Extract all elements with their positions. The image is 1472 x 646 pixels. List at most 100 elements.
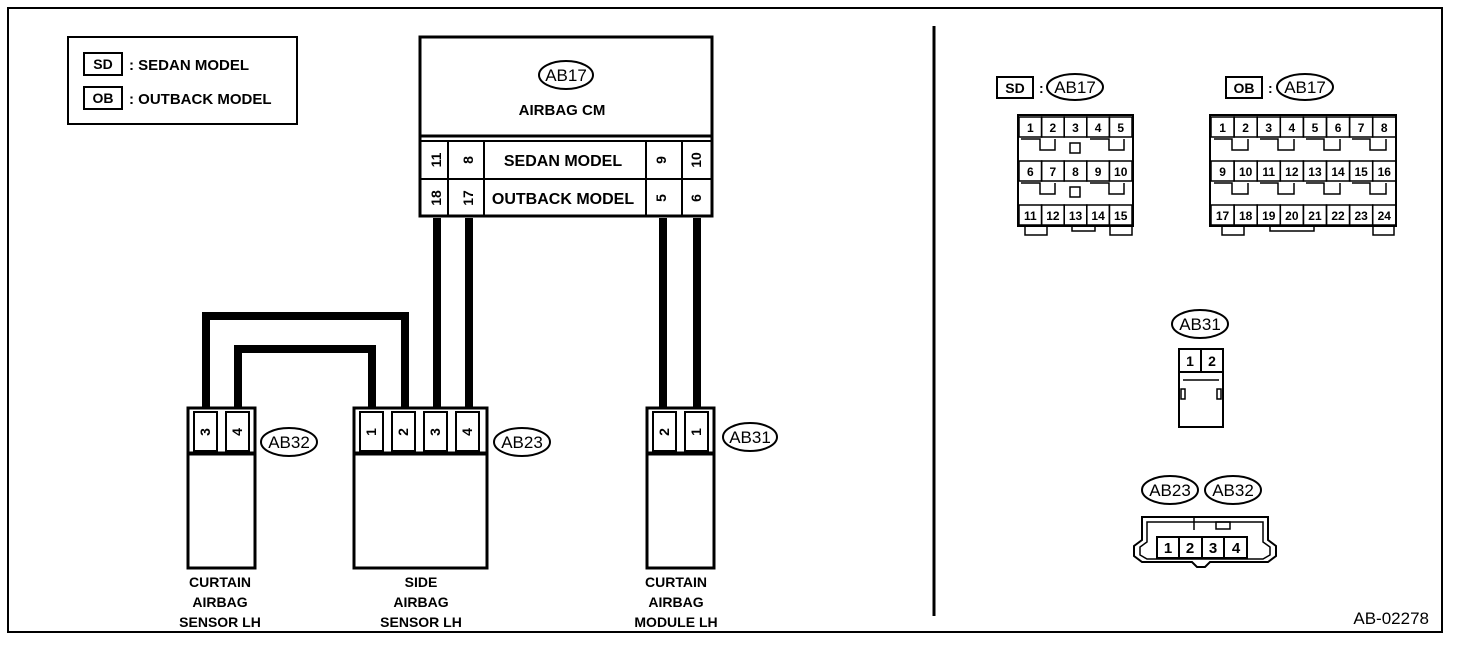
sd-ab17-latch bbox=[1071, 226, 1096, 232]
wires bbox=[202, 218, 701, 410]
curtain-module-pin-1: 1 bbox=[688, 428, 704, 436]
legend-sd-code: SD bbox=[93, 56, 112, 72]
connector-ref-ab31-label: AB31 bbox=[729, 428, 771, 447]
sd-ab17-latch bbox=[1024, 226, 1048, 236]
ob-ab17-pin-1: 1 bbox=[1219, 121, 1226, 135]
sd-ab17-pin-10: 10 bbox=[1114, 165, 1128, 179]
ab31-view-pin-2: 2 bbox=[1208, 353, 1216, 369]
sd-ab17-pin-3: 3 bbox=[1072, 121, 1079, 135]
connector-ref-ab23-label: AB23 bbox=[501, 433, 543, 452]
ob-ab17-latch bbox=[1260, 182, 1295, 195]
ob-ab17-latch bbox=[1214, 182, 1249, 195]
ab31-view-ref-label: AB31 bbox=[1179, 315, 1221, 334]
ob-ab17-pin-11: 11 bbox=[1262, 165, 1275, 179]
cm-pin-18: 18 bbox=[428, 190, 444, 206]
wire-curtain-3-side-2 bbox=[202, 312, 409, 410]
ob-ab17-latch bbox=[1306, 182, 1341, 195]
ab23-view-ref bbox=[1141, 475, 1199, 505]
sd-ab17-pin-12: 12 bbox=[1046, 209, 1060, 223]
ob-ab17-latch bbox=[1352, 182, 1387, 195]
cm-pin-11: 11 bbox=[428, 152, 444, 167]
sd-ab17-code: SD bbox=[1005, 80, 1024, 96]
sd-ab17-pin-4: 4 bbox=[1095, 121, 1102, 135]
ob-ab17-pin-cell bbox=[1371, 160, 1397, 182]
ab23-view-pin-4: 4 bbox=[1232, 540, 1241, 557]
sd-ab17-pin-9: 9 bbox=[1095, 165, 1102, 179]
ob-ab17-pin-3: 3 bbox=[1265, 121, 1272, 135]
diagram-code: AB-02278 bbox=[1353, 609, 1429, 628]
ab23-ab32-connector-view: AB23 AB32 1 2 3 4 bbox=[1133, 475, 1277, 568]
ab31-view-pin-1: 1 bbox=[1186, 353, 1194, 369]
sd-ab17-pin-6: 6 bbox=[1027, 165, 1034, 179]
sd-ab17-pin-8: 8 bbox=[1072, 165, 1079, 179]
curtain-airbag-module-lh: 2 1 AB31 CURTAIN AIRBAG MODULE LH bbox=[634, 406, 778, 630]
sd-ab17-pin-2: 2 bbox=[1050, 121, 1057, 135]
curtain-sensor-label-3: SENSOR LH bbox=[179, 614, 261, 630]
ab23-view-pin-3: 3 bbox=[1209, 540, 1217, 557]
ob-ab17-pin-22: 22 bbox=[1331, 209, 1345, 223]
sd-ab17-pin-5: 5 bbox=[1117, 121, 1124, 135]
cm-pin-10: 10 bbox=[688, 152, 704, 168]
connector-ref-ab32 bbox=[260, 427, 318, 457]
side-sensor-pin-3: 3 bbox=[427, 428, 443, 436]
connector-ref-ab31 bbox=[722, 422, 778, 452]
cm-pin-17: 17 bbox=[460, 190, 476, 206]
ab23-view-pin-1: 1 bbox=[1164, 540, 1172, 557]
ob-ab17-latch bbox=[1352, 138, 1387, 151]
curtain-sensor-pin-3: 3 bbox=[197, 428, 213, 436]
ob-ab17-colon: : bbox=[1268, 80, 1273, 96]
curtain-module-label-3: MODULE LH bbox=[634, 614, 717, 630]
ab32-view-ref bbox=[1204, 475, 1262, 505]
sd-ab17-pin-14: 14 bbox=[1091, 209, 1105, 223]
ob-ab17-pin-12: 12 bbox=[1285, 165, 1299, 179]
ob-ab17-latch bbox=[1269, 226, 1315, 232]
ob-ab17-pin-20: 20 bbox=[1285, 209, 1299, 223]
sd-ab17-latch bbox=[1021, 138, 1056, 151]
sd-ab17-pin-7: 7 bbox=[1050, 165, 1057, 179]
curtain-module-pin-2: 2 bbox=[656, 428, 672, 436]
ob-ab17-pin-5: 5 bbox=[1312, 121, 1319, 135]
ob-ab17-pin-10: 10 bbox=[1239, 165, 1253, 179]
side-sensor-pin-2: 2 bbox=[395, 428, 411, 436]
side-sensor-label-3: SENSOR LH bbox=[380, 614, 462, 630]
legend-sd-label: : SEDAN MODEL bbox=[129, 57, 249, 74]
curtain-module-label-1: CURTAIN bbox=[645, 574, 707, 590]
ob-ab17-pin-21: 21 bbox=[1308, 209, 1322, 223]
outback-model-row-label: OUTBACK MODEL bbox=[492, 191, 634, 208]
ob-ab17-pin-16: 16 bbox=[1378, 165, 1392, 179]
ab31-view-ref bbox=[1171, 309, 1229, 339]
ab23-view-ref-label: AB23 bbox=[1149, 481, 1191, 500]
sd-ab17-latch bbox=[1109, 226, 1133, 236]
side-sensor-pin-1: 1 bbox=[363, 428, 379, 436]
curtain-sensor-label-1: CURTAIN bbox=[189, 574, 251, 590]
connector-ref-ab32-label: AB32 bbox=[268, 433, 310, 452]
legend-ob-box bbox=[83, 86, 123, 110]
ob-ab17-ref bbox=[1276, 73, 1334, 101]
legend-sd-box bbox=[83, 52, 123, 76]
sd-ab17-pin-cell bbox=[1108, 160, 1133, 182]
connector-ref-ab23 bbox=[493, 427, 551, 457]
connector-ref-ab17-label: AB17 bbox=[545, 66, 587, 85]
diagram-frame bbox=[7, 7, 1443, 633]
ob-ab17-code: OB bbox=[1234, 80, 1255, 96]
curtain-module-label-2: AIRBAG bbox=[648, 594, 703, 610]
ob-ab17-pin-2: 2 bbox=[1242, 121, 1249, 135]
connector-ref-ab17 bbox=[538, 60, 594, 90]
sd-ab17-latch bbox=[1021, 182, 1056, 195]
sd-ab17-pin-15: 15 bbox=[1114, 209, 1128, 223]
ob-ab17-pin-15: 15 bbox=[1354, 165, 1368, 179]
cm-pin-6: 6 bbox=[688, 194, 704, 202]
ob-ab17-pin-8: 8 bbox=[1381, 121, 1388, 135]
ob-ab17-latch bbox=[1306, 138, 1341, 151]
curtain-airbag-sensor-lh: 3 4 AB32 CURTAIN AIRBAG SENSOR LH bbox=[179, 406, 318, 630]
sd-ab17-colon: : bbox=[1039, 80, 1044, 96]
cm-pin-5: 5 bbox=[653, 194, 669, 202]
cm-pin-9: 9 bbox=[653, 156, 669, 164]
side-sensor-pin-4: 4 bbox=[459, 428, 475, 436]
ab31-connector-view: AB31 1 2 bbox=[1171, 309, 1229, 428]
ob-ab17-pin-17: 17 bbox=[1216, 209, 1230, 223]
ob-ab17-pin-19: 19 bbox=[1262, 209, 1276, 223]
